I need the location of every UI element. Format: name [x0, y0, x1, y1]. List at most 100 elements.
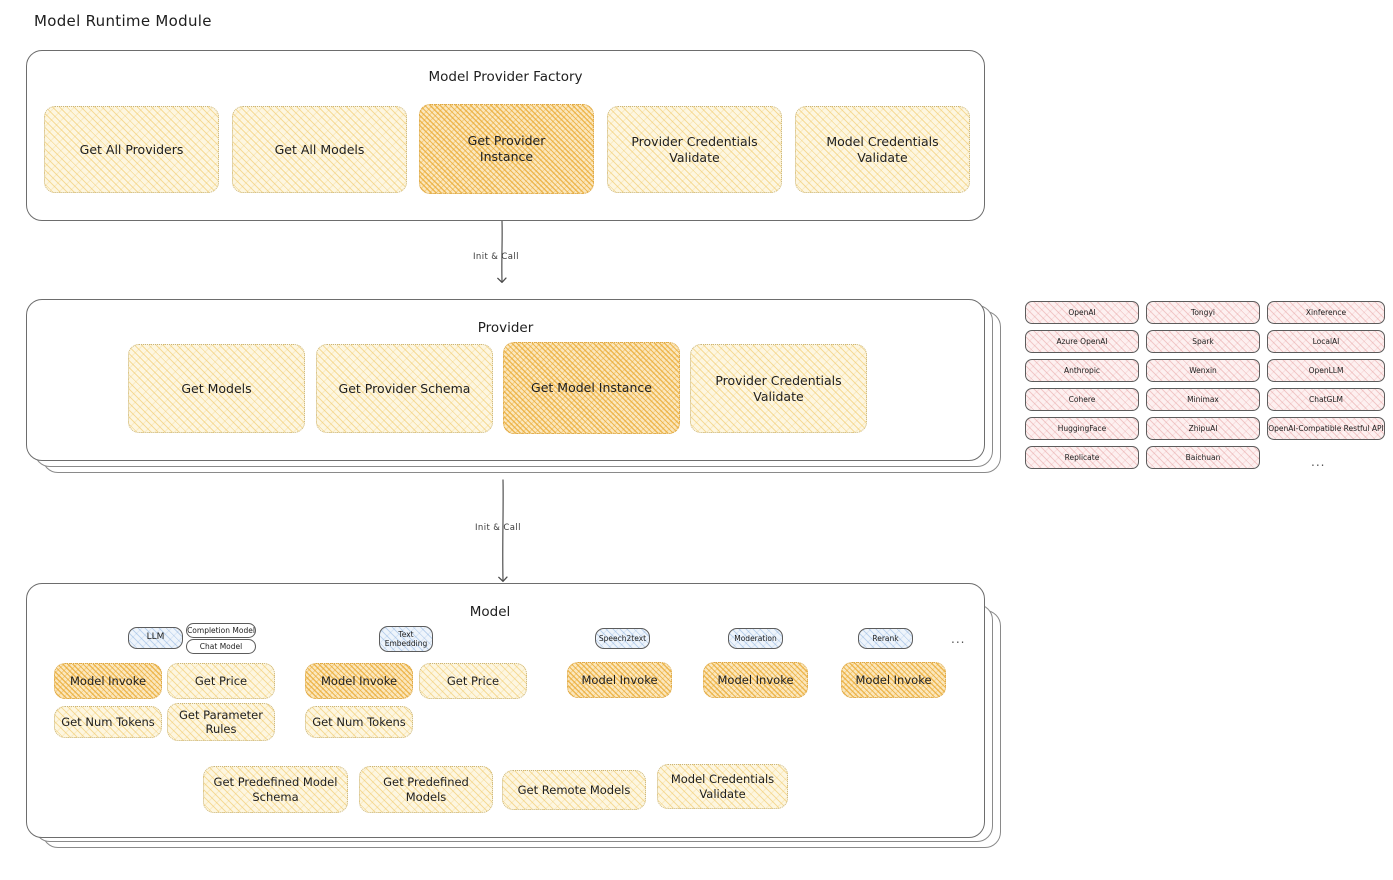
method-label: Get Predefined Models — [383, 775, 469, 804]
factory-method-provider-credentials-validate[interactable]: Provider Credentials Validate — [607, 106, 782, 193]
factory-method-label: Get All Providers — [79, 141, 184, 157]
factory-method-get-all-models[interactable]: Get All Models — [232, 106, 407, 193]
method-label: Get Num Tokens — [61, 714, 155, 729]
method-label: Model Invoke — [581, 672, 658, 687]
method-label: Model Invoke — [717, 672, 794, 687]
provider-method-label: Get Provider Schema — [338, 380, 471, 396]
model-type-badge-speech2text[interactable]: Speech2text — [595, 628, 650, 649]
provider-method-get-models[interactable]: Get Models — [128, 344, 305, 433]
provider-chip-label: OpenLLM — [1308, 365, 1344, 375]
model-subtype-badge-label: Completion Model — [187, 625, 255, 635]
provider-chip-label: Replicate — [1064, 452, 1100, 462]
provider-chip-label: Anthropic — [1063, 365, 1101, 375]
provider-chip[interactable]: ChatGLM — [1267, 388, 1385, 411]
llm-method-get-num-tokens[interactable]: Get Num Tokens — [54, 706, 162, 738]
provider-chip[interactable]: Minimax — [1146, 388, 1260, 411]
model-type-badge-label: Rerank — [872, 633, 899, 643]
factory-method-get-provider-instance[interactable]: Get Provider Instance — [419, 104, 594, 194]
method-label: Get Parameter Rules — [179, 707, 263, 736]
provider-chip[interactable]: Anthropic — [1025, 359, 1139, 382]
method-label: Model Invoke — [320, 673, 398, 688]
provider-chip[interactable]: ZhipuAI — [1146, 417, 1260, 440]
provider-method-get-model-instance[interactable]: Get Model Instance — [503, 342, 680, 434]
model-subtype-badge-chat-model[interactable]: Chat Model — [186, 639, 256, 654]
method-label: Model Invoke — [855, 672, 932, 687]
provider-chip-label: LocalAI — [1312, 336, 1340, 346]
factory-method-get-all-providers[interactable]: Get All Providers — [44, 106, 219, 193]
model-type-badge-label: Text Embedding — [384, 629, 428, 648]
model-common-method-model-credentials-validate[interactable]: Model Credentials Validate — [657, 764, 788, 809]
model-provider-factory-title: Model Provider Factory — [428, 69, 583, 85]
provider-chip[interactable]: Replicate — [1025, 446, 1139, 469]
factory-method-label: Get All Models — [274, 141, 365, 157]
moderation-method-model-invoke[interactable]: Model Invoke — [703, 662, 808, 698]
provider-chip-label: OpenAI-Compatible Restful API — [1268, 423, 1384, 433]
provider-chip-label: HuggingFace — [1057, 423, 1107, 433]
text-embedding-method-get-num-tokens[interactable]: Get Num Tokens — [305, 706, 413, 738]
provider-method-label: Get Model Instance — [531, 380, 652, 396]
model-subtype-badge-label: Chat Model — [199, 641, 243, 651]
provider-chip-label: Wenxin — [1189, 365, 1217, 375]
provider-chip[interactable]: Baichuan — [1146, 446, 1260, 469]
provider-chip[interactable]: LocalAI — [1267, 330, 1385, 353]
edge-label-init-call-1: Init & Call — [473, 252, 519, 262]
provider-chip[interactable]: Xinference — [1267, 301, 1385, 324]
provider-method-get-provider-schema[interactable]: Get Provider Schema — [316, 344, 493, 433]
provider-chip-label: ChatGLM — [1309, 394, 1343, 404]
method-label: Model Invoke — [69, 673, 147, 688]
page-title: Model Runtime Module — [34, 12, 212, 30]
provider-chip[interactable]: HuggingFace — [1025, 417, 1139, 440]
model-type-badge-label: LLM — [146, 632, 165, 643]
model-common-method-get-remote-models[interactable]: Get Remote Models — [502, 770, 646, 810]
method-label: Get Price — [194, 673, 248, 688]
provider-chip[interactable]: OpenLLM — [1267, 359, 1385, 382]
provider-chip[interactable]: Spark — [1146, 330, 1260, 353]
provider-chip-label: Tongyi — [1191, 307, 1215, 317]
provider-chip[interactable]: Azure OpenAI — [1025, 330, 1139, 353]
speech2text-method-model-invoke[interactable]: Model Invoke — [567, 662, 672, 698]
model-type-badge-moderation[interactable]: Moderation — [728, 628, 783, 649]
model-title: Model — [469, 604, 511, 620]
text-embedding-method-get-price[interactable]: Get Price — [419, 663, 527, 699]
model-type-badge-text-embedding[interactable]: Text Embedding — [379, 626, 433, 652]
method-label: Get Price — [446, 673, 500, 688]
llm-method-get-parameter-rules[interactable]: Get Parameter Rules — [167, 703, 275, 741]
model-type-badge-rerank[interactable]: Rerank — [858, 628, 913, 649]
provider-title: Provider — [477, 320, 534, 336]
text-embedding-method-model-invoke[interactable]: Model Invoke — [305, 663, 413, 699]
provider-chip[interactable]: OpenAI — [1025, 301, 1139, 324]
provider-chip-label: OpenAI — [1068, 307, 1096, 317]
model-common-method-get-predefined-models[interactable]: Get Predefined Models — [359, 766, 493, 813]
method-label: Get Predefined Model Schema — [213, 775, 338, 804]
method-label: Get Num Tokens — [312, 714, 406, 729]
model-common-method-get-predefined-model-schema[interactable]: Get Predefined Model Schema — [203, 766, 348, 813]
provider-chip-label: Xinference — [1305, 307, 1347, 317]
factory-method-label: Model Credentials Validate — [826, 133, 939, 165]
provider-chip-label: Baichuan — [1185, 452, 1221, 462]
factory-method-model-credentials-validate[interactable]: Model Credentials Validate — [795, 106, 970, 193]
method-label: Get Remote Models — [517, 782, 631, 797]
provider-chip[interactable]: OpenAI-Compatible Restful API — [1267, 417, 1385, 440]
model-subtype-badge-completion-model[interactable]: Completion Model — [186, 623, 256, 638]
model-type-badge-llm[interactable]: LLM — [128, 627, 183, 649]
llm-method-get-price[interactable]: Get Price — [167, 663, 275, 699]
edge-label-init-call-2: Init & Call — [475, 523, 521, 533]
method-label: Model Credentials Validate — [670, 772, 775, 801]
provider-list-more: ... — [1311, 455, 1326, 469]
provider-chip-label: ZhipuAI — [1188, 423, 1218, 433]
provider-chip-label: Spark — [1192, 336, 1214, 346]
llm-method-model-invoke[interactable]: Model Invoke — [54, 663, 162, 699]
provider-method-label: Provider Credentials Validate — [715, 372, 842, 404]
provider-chip-label: Azure OpenAI — [1056, 336, 1108, 346]
provider-method-label: Get Models — [181, 380, 252, 396]
rerank-method-model-invoke[interactable]: Model Invoke — [841, 662, 946, 698]
provider-chip[interactable]: Cohere — [1025, 388, 1139, 411]
provider-method-provider-credentials-validate[interactable]: Provider Credentials Validate — [690, 344, 867, 433]
model-types-more: ... — [951, 632, 966, 646]
provider-chip[interactable]: Wenxin — [1146, 359, 1260, 382]
provider-chip[interactable]: Tongyi — [1146, 301, 1260, 324]
factory-method-label: Get Provider Instance — [467, 133, 546, 164]
model-type-badge-label: Speech2text — [598, 633, 647, 643]
